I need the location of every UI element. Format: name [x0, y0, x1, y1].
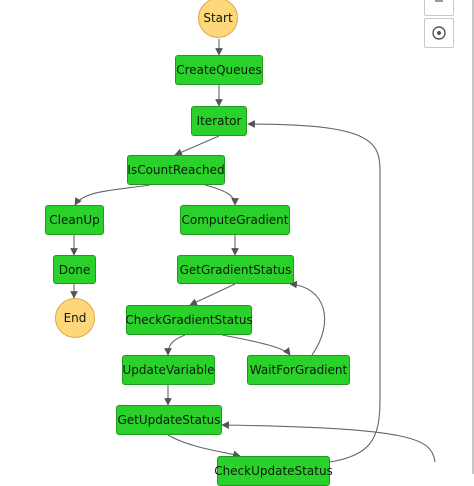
edge-iscountreached-to-cleanup [74, 184, 151, 206]
edge-checkgradientstatus-to-waitforgradient [221, 334, 291, 356]
state-checkupdatestatus-label: CheckUpdateStatus [214, 464, 333, 478]
edge-waitforgradient-to-getgradientstatus [289, 280, 326, 356]
zoom-button[interactable] [424, 0, 454, 16]
start-state-label: Start [203, 11, 233, 25]
center-view-button[interactable] [424, 18, 454, 48]
edge-iterator-to-iscountreached [174, 135, 220, 156]
state-cleanup-label: CleanUp [49, 213, 100, 227]
state-getgradientstatus-label: GetGradientStatus [179, 262, 292, 277]
edge-checkgradientstatus-to-updatevariable [164, 334, 186, 356]
workflow-graph-canvas [70, 39, 436, 463]
state-iterator[interactable]: Iterator [191, 106, 247, 136]
state-getupdatestatus[interactable]: GetUpdateStatus [116, 405, 222, 435]
state-updatevariable-label: UpdateVariable [122, 363, 215, 377]
state-getgradientstatus[interactable]: GetGradientStatus [177, 255, 294, 284]
state-computegradient-label: ComputeGradient [181, 213, 289, 227]
state-computegradient[interactable]: ComputeGradient [180, 205, 290, 235]
state-createqueues-label: CreateQueues [176, 63, 262, 77]
edge-iscountreached-to-computegradient [204, 184, 239, 206]
end-state-label: End [63, 311, 87, 325]
start-state[interactable]: Start [198, 0, 238, 38]
edge-checkupdatestatus-to-getupdatestatus [221, 421, 436, 463]
state-iterator-label: Iterator [196, 114, 242, 128]
state-waitforgradient[interactable]: WaitForGradient [247, 355, 350, 385]
zoom-icon [435, 0, 443, 2]
end-state[interactable]: End [55, 298, 95, 338]
edge-getgradientstatus-to-checkgradientstatus [189, 283, 236, 306]
panel-border [472, 0, 474, 474]
state-done[interactable]: Done [53, 255, 96, 284]
state-iscountreached[interactable]: IsCountReached [127, 155, 225, 185]
state-updatevariable[interactable]: UpdateVariable [122, 355, 215, 385]
edge-checkupdatestatus-to-iterator [247, 120, 381, 463]
center-target-icon [432, 26, 446, 40]
state-createqueues[interactable]: CreateQueues [175, 55, 263, 85]
state-done-label: Done [58, 262, 91, 277]
state-iscountreached-label: IsCountReached [127, 163, 225, 177]
edge-getupdatestatus-to-checkupdatestatus [167, 434, 241, 458]
state-checkgradientstatus[interactable]: CheckGradientStatus [125, 305, 253, 335]
state-checkgradientstatus-label: CheckGradientStatus [125, 313, 253, 327]
state-getupdatestatus-label: GetUpdateStatus [117, 413, 221, 427]
state-checkupdatestatus[interactable]: CheckUpdateStatus [214, 456, 333, 486]
state-waitforgradient-label: WaitForGradient [249, 363, 348, 377]
state-cleanup[interactable]: CleanUp [45, 205, 104, 235]
